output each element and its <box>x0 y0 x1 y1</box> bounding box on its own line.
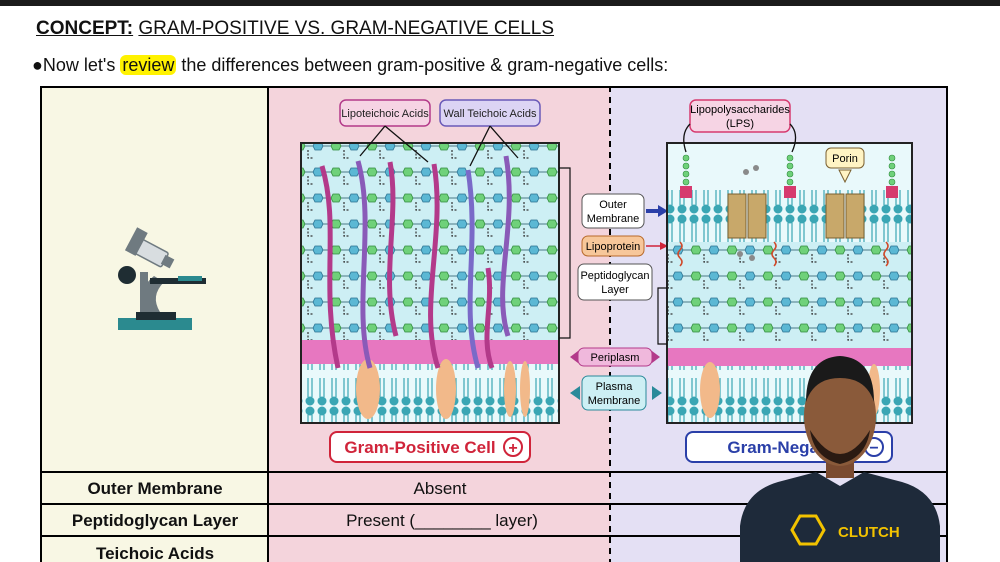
plus-sign: + <box>508 440 517 457</box>
row-header-peptidoglycan: Peptidoglycan Layer <box>71 511 239 530</box>
outer-membrane-label-2: Membrane <box>587 213 640 225</box>
gram-positive-diagram: Lipoteichoic Acids Wall Teichoic Acids G… <box>300 99 571 463</box>
top-bar <box>0 0 1000 6</box>
shirt-logo: CLUTCH <box>838 524 900 541</box>
intro-before: ●Now let's <box>32 55 121 75</box>
structure-labels: Outer Membrane Lipoprotein Peptidoglycan… <box>570 193 668 411</box>
lps-label-2: (LPS) <box>726 118 754 130</box>
minus-sign: − <box>869 440 878 457</box>
comparison-diagram: Lipoteichoic Acids Wall Teichoic Acids G… <box>42 88 946 562</box>
page-title: CONCEPT: GRAM-POSITIVE VS. GRAM-NEGATIVE… <box>36 18 554 40</box>
lps-label-1: Lipopolysaccharides <box>690 104 790 116</box>
plasma-membrane-label-1: Plasma <box>596 381 634 393</box>
presenter-video-overlay: CLUTCH <box>740 356 940 562</box>
gram-positive-caption: Gram-Positive Cell <box>344 438 495 457</box>
porin-label: Porin <box>832 153 858 165</box>
periplasm-label: Periplasm <box>591 352 640 364</box>
intro-highlight: review <box>120 55 177 75</box>
intro-text: ●Now let's review the differences betwee… <box>32 55 668 76</box>
cell-outer-membrane-positive: Absent <box>413 479 467 498</box>
peptidoglycan-label-2: Layer <box>601 284 629 296</box>
concept-label: CONCEPT: <box>36 18 134 39</box>
comparison-table: Lipoteichoic Acids Wall Teichoic Acids G… <box>40 86 948 562</box>
row-header-outer-membrane: Outer Membrane <box>87 479 223 498</box>
microscope-icon <box>118 227 206 330</box>
cell-peptidoglycan-positive: Present (________ layer) <box>346 511 538 530</box>
concept-title: GRAM-POSITIVE VS. GRAM-NEGATIVE CELLS <box>138 18 555 39</box>
wall-teichoic-label: Wall Teichoic Acids <box>444 108 537 120</box>
peptidoglycan-label-1: Peptidoglycan <box>580 270 649 282</box>
outer-membrane-label-1: Outer <box>599 199 627 211</box>
plasma-membrane-label-2: Membrane <box>588 395 641 407</box>
lipoteichoic-label: Lipoteichoic Acids <box>341 108 429 120</box>
lipoprotein-label: Lipoprotein <box>586 241 640 253</box>
intro-after: the differences between gram-positive & … <box>176 55 669 75</box>
row-header-teichoic: Teichoic Acids <box>95 544 215 562</box>
